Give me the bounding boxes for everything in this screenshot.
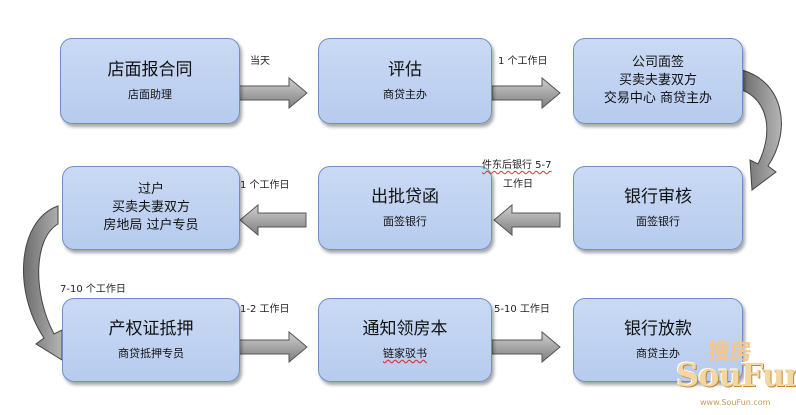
timing-label-7-10: 7-10 个工作日 <box>60 284 126 295</box>
watermark-cn: 搜房 <box>708 340 753 365</box>
step-title: 公司面签 <box>631 55 684 70</box>
step-owner: 商贷主办 <box>383 88 427 101</box>
step-title: 银行放款 <box>624 319 692 339</box>
arrow-right-1 <box>236 76 308 110</box>
step-bank-review: 银行审核 面签银行 <box>573 166 743 250</box>
step-owner: 链家驳书 <box>383 347 427 360</box>
curved-arrow-right <box>741 69 782 191</box>
watermark-logo: SouFun <box>676 356 796 394</box>
step-property-mortgage: 产权证抵押 商贷抵押专员 <box>62 298 240 382</box>
step-owner: 商贷抵押专员 <box>118 347 184 360</box>
step-title: 过户 <box>137 182 164 197</box>
arrow-left-2 <box>239 203 307 237</box>
timing-label-5-10: 5-10 工作日 <box>494 304 550 315</box>
arrow-right-4 <box>491 330 561 364</box>
timing-label-1-day: 1 个工作日 <box>498 56 548 67</box>
step-title: 通知领房本 <box>362 319 448 339</box>
step-store-contract: 店面报合同 店面助理 <box>60 38 240 124</box>
step-title: 银行审核 <box>624 187 692 207</box>
step-owner: 面签银行 <box>383 215 427 228</box>
timing-label-1-2: 1-2 工作日 <box>240 304 290 315</box>
step-bank-disbursement: 银行放款 商贷主办 <box>573 298 743 382</box>
step-owner: 房地局 过户专员 <box>103 218 199 233</box>
step-title: 店面报合同 <box>107 60 193 80</box>
step-owner: 交易中心 商贷主办 <box>603 91 713 106</box>
timing-label-after-send: 件东后银行 5-7 <box>482 160 552 171</box>
step-title: 产权证抵押 <box>108 319 194 339</box>
arrow-left-1 <box>493 203 561 237</box>
timing-label-same-day: 当天 <box>250 56 270 67</box>
step-company-signing: 公司面签 买卖夫妻双方 交易中心 商贷主办 <box>573 38 743 124</box>
step-owner: 面签银行 <box>636 215 680 228</box>
arrow-right-3 <box>236 330 308 364</box>
arrow-right-2 <box>491 76 561 110</box>
timing-label-working-days: 工作日 <box>503 179 533 190</box>
step-appraisal: 评估 商贷主办 <box>318 38 492 124</box>
step-owner: 店面助理 <box>128 88 172 101</box>
step-parties: 买卖夫妻双方 <box>618 73 697 88</box>
step-transfer: 过户 买卖夫妻双方 房地局 过户专员 <box>62 166 240 250</box>
step-loan-approval-letter: 出批贷函 面签银行 <box>318 166 492 250</box>
step-title: 出批贷函 <box>371 187 439 207</box>
step-owner: 商贷主办 <box>636 347 680 360</box>
curved-arrow-left <box>22 205 63 361</box>
step-parties: 买卖夫妻双方 <box>111 200 190 215</box>
watermark-url: www.SouFun.com <box>700 398 771 407</box>
step-collect-deed: 通知领房本 链家驳书 <box>318 298 492 382</box>
step-title: 评估 <box>388 60 422 80</box>
timing-label-1-day-b: 1 个工作日 <box>240 180 290 191</box>
